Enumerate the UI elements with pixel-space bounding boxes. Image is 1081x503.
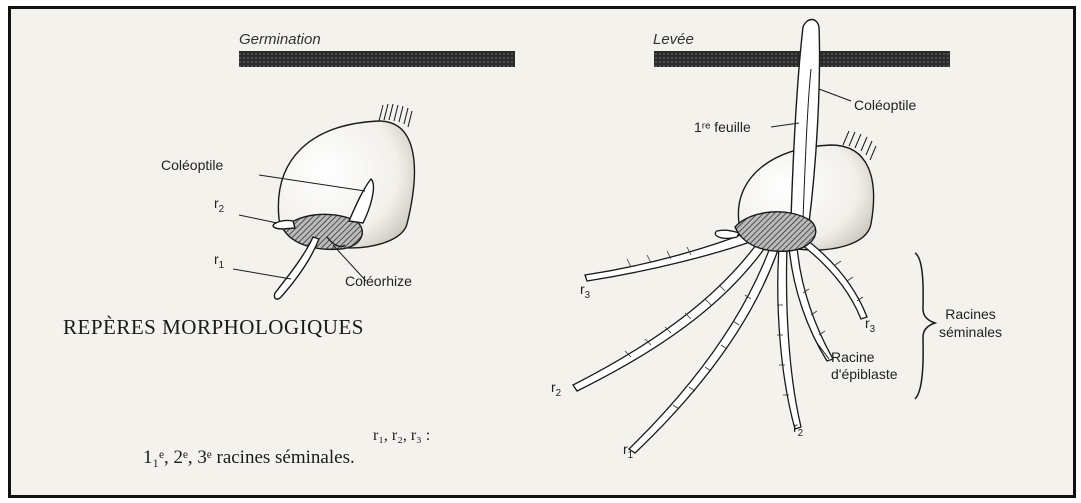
label-r3-right-left: r3 xyxy=(580,281,590,301)
racines-seminales-line1: Racines xyxy=(939,305,1002,323)
label-r3-right: r3 xyxy=(865,315,875,335)
label-racines-seminales: Racines séminales xyxy=(939,305,1002,341)
racine-epiblaste-line1: Racine xyxy=(831,349,898,366)
label-coleoptile-left: Coléoptile xyxy=(161,157,223,173)
emerged-seedling xyxy=(573,20,876,454)
racine-epiblaste-line2: d'épiblaste xyxy=(831,366,898,383)
germinating-grain xyxy=(273,104,414,299)
label-coleorhize: Coléorhize xyxy=(345,273,412,289)
stage-label-levee: Levée xyxy=(653,31,694,48)
label-r1-left: r1 xyxy=(214,251,224,271)
soil-surface-germination xyxy=(239,51,515,67)
legend-line-1: r₁, r₂, r₃ : xyxy=(373,427,430,445)
label-coleoptile-right: Coléoptile xyxy=(854,97,916,113)
label-r2-right-left: r2 xyxy=(551,379,561,399)
label-racine-epiblaste: Racine d'épiblaste xyxy=(831,349,898,383)
label-r2-right: r2 xyxy=(793,419,803,439)
label-r2-left: r2 xyxy=(214,195,224,215)
figure-frame: Germination Levée Coléoptile r2 r1 Coléo… xyxy=(8,6,1076,498)
racines-seminales-line2: séminales xyxy=(939,323,1002,341)
illustration xyxy=(11,9,1073,495)
racines-brace xyxy=(915,253,935,399)
legend-line-2: 1₁ᵉ, 2ᵉ, 3ᵉ racines séminales. xyxy=(143,447,355,469)
label-first-leaf: 1ʳᵉ feuille xyxy=(694,119,751,135)
figure-title: REPÈRES MORPHOLOGIQUES xyxy=(63,315,364,340)
stage-label-germination: Germination xyxy=(239,31,321,48)
label-r1-right: r1 xyxy=(623,441,633,461)
